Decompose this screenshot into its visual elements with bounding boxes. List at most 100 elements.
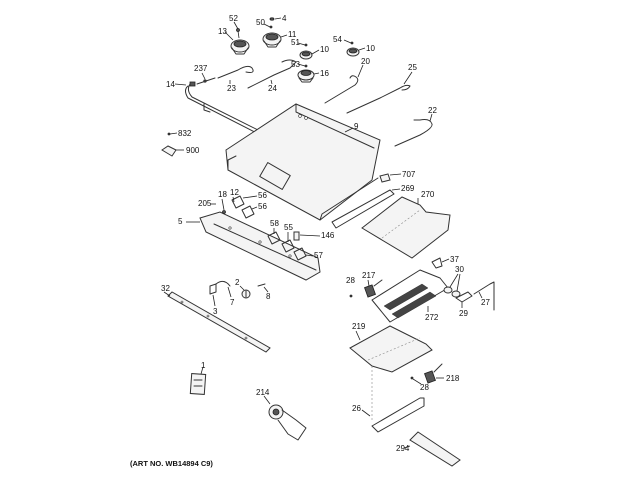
label-269[interactable]: 269 bbox=[401, 184, 415, 193]
part-valve-214[interactable] bbox=[268, 404, 307, 441]
part-literature-1[interactable] bbox=[189, 373, 207, 395]
label-10a[interactable]: 10 bbox=[320, 45, 329, 54]
part-shield-270[interactable] bbox=[361, 196, 451, 259]
label-28a[interactable]: 28 bbox=[346, 276, 355, 285]
art-number: (ART NO. WB14894 C9) bbox=[130, 459, 213, 468]
label-27[interactable]: 27 bbox=[481, 298, 490, 307]
part-burner-box-9[interactable] bbox=[225, 103, 381, 221]
part-bracket-26[interactable] bbox=[371, 397, 425, 433]
label-218[interactable]: 218 bbox=[446, 374, 460, 383]
label-53[interactable]: 53 bbox=[291, 60, 300, 69]
part-clip-900[interactable] bbox=[161, 145, 177, 157]
label-10b[interactable]: 10 bbox=[366, 44, 375, 53]
label-14[interactable]: 14 bbox=[166, 80, 175, 89]
part-orifice-30[interactable] bbox=[443, 286, 461, 298]
part-832 bbox=[167, 132, 171, 136]
label-50[interactable]: 50 bbox=[256, 18, 265, 27]
part-orifice-237 bbox=[196, 77, 216, 85]
part-tube-23[interactable] bbox=[217, 65, 254, 79]
part-4 bbox=[269, 17, 275, 21]
label-5[interactable]: 5 bbox=[178, 217, 183, 226]
part-knob-11[interactable] bbox=[262, 32, 282, 48]
part-tube-27[interactable] bbox=[473, 281, 495, 311]
label-13[interactable]: 13 bbox=[218, 27, 227, 36]
label-9[interactable]: 9 bbox=[354, 122, 359, 131]
part-cap-16[interactable] bbox=[297, 69, 315, 83]
part-screw-8 bbox=[257, 283, 266, 287]
part-bracket-3[interactable] bbox=[209, 283, 217, 295]
label-214[interactable]: 214 bbox=[256, 388, 270, 397]
label-57[interactable]: 57 bbox=[314, 251, 323, 260]
part-tube-20[interactable] bbox=[324, 75, 359, 104]
label-1[interactable]: 1 bbox=[201, 361, 206, 370]
label-37[interactable]: 37 bbox=[450, 255, 459, 264]
label-7[interactable]: 7 bbox=[230, 298, 235, 307]
part-spark-146[interactable] bbox=[293, 231, 300, 241]
label-12[interactable]: 12 bbox=[230, 188, 239, 197]
part-screw-52 bbox=[236, 28, 240, 39]
label-219[interactable]: 219 bbox=[352, 322, 366, 331]
part-valve-56b[interactable] bbox=[241, 205, 255, 219]
part-tube-22[interactable] bbox=[394, 119, 433, 147]
label-707[interactable]: 707 bbox=[402, 170, 416, 179]
label-29[interactable]: 29 bbox=[459, 309, 468, 318]
part-manifold-panel-5[interactable] bbox=[199, 211, 321, 281]
label-8[interactable]: 8 bbox=[266, 292, 271, 301]
label-24[interactable]: 24 bbox=[268, 84, 277, 93]
part-bracket-37[interactable] bbox=[431, 257, 443, 269]
part-clamp-7[interactable] bbox=[215, 280, 231, 287]
part-igniter-218[interactable] bbox=[424, 363, 443, 384]
label-217[interactable]: 217 bbox=[362, 271, 376, 280]
label-20[interactable]: 20 bbox=[361, 57, 370, 66]
label-26[interactable]: 26 bbox=[352, 404, 361, 413]
label-56b[interactable]: 56 bbox=[258, 202, 267, 211]
part-54 bbox=[350, 41, 354, 45]
label-58[interactable]: 58 bbox=[270, 219, 279, 228]
label-54[interactable]: 54 bbox=[333, 35, 342, 44]
label-30[interactable]: 30 bbox=[455, 265, 464, 274]
label-51[interactable]: 51 bbox=[291, 38, 300, 47]
part-valve-55[interactable] bbox=[281, 239, 295, 253]
part-bracket-707[interactable] bbox=[379, 173, 391, 183]
part-valve-56a[interactable] bbox=[231, 195, 245, 209]
label-22[interactable]: 22 bbox=[428, 106, 437, 115]
label-55[interactable]: 55 bbox=[284, 223, 293, 232]
label-294[interactable]: 294 bbox=[396, 444, 410, 453]
label-11[interactable]: 11 bbox=[288, 30, 297, 39]
part-trim-32[interactable] bbox=[167, 291, 271, 353]
label-832[interactable]: 832 bbox=[178, 129, 192, 138]
part-bake-burner-272[interactable] bbox=[371, 269, 449, 323]
label-56a[interactable]: 56 bbox=[258, 191, 267, 200]
part-knob-2[interactable] bbox=[241, 289, 251, 299]
label-52[interactable]: 52 bbox=[229, 14, 238, 23]
part-knob-13[interactable] bbox=[230, 39, 250, 55]
label-4[interactable]: 4 bbox=[282, 14, 287, 23]
label-18[interactable]: 18 bbox=[218, 190, 227, 199]
part-53 bbox=[304, 64, 308, 68]
part-cap-10b[interactable] bbox=[346, 47, 360, 57]
part-igniter-217[interactable] bbox=[364, 279, 383, 298]
part-valve-58[interactable] bbox=[267, 231, 281, 245]
label-32[interactable]: 32 bbox=[161, 284, 170, 293]
label-270[interactable]: 270 bbox=[421, 190, 435, 199]
part-fitting-29[interactable] bbox=[455, 291, 473, 303]
label-900[interactable]: 900 bbox=[186, 146, 200, 155]
part-tube-25[interactable] bbox=[346, 84, 411, 114]
part-tube-24[interactable] bbox=[247, 59, 297, 89]
part-shield-219[interactable] bbox=[349, 325, 433, 373]
part-trim-294[interactable] bbox=[409, 431, 461, 467]
label-16[interactable]: 16 bbox=[320, 69, 329, 78]
label-237[interactable]: 237 bbox=[194, 64, 208, 73]
part-valve-57[interactable] bbox=[293, 247, 307, 261]
label-28b[interactable]: 28 bbox=[420, 383, 429, 392]
label-272[interactable]: 272 bbox=[425, 313, 439, 322]
label-3[interactable]: 3 bbox=[213, 307, 218, 316]
label-25[interactable]: 25 bbox=[408, 63, 417, 72]
label-205[interactable]: 205 bbox=[198, 199, 212, 208]
part-rail-269[interactable] bbox=[331, 189, 395, 229]
label-146[interactable]: 146 bbox=[321, 231, 335, 240]
part-51 bbox=[304, 43, 308, 47]
label-23[interactable]: 23 bbox=[227, 84, 236, 93]
label-2[interactable]: 2 bbox=[235, 278, 240, 287]
part-cap-10a[interactable] bbox=[299, 50, 313, 60]
